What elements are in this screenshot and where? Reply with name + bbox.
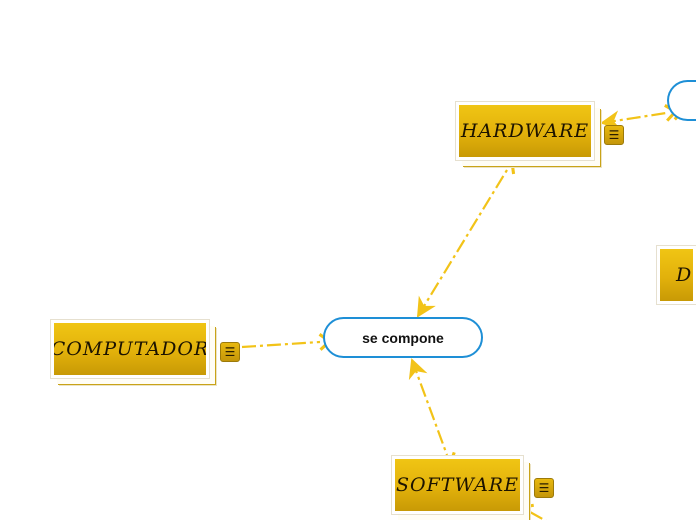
link-label-text: se compone <box>362 329 444 346</box>
connector-computador-secompone <box>241 332 348 351</box>
note-icon[interactable]: ☰ <box>534 478 554 498</box>
connector-hardware-right <box>600 101 694 131</box>
connector-secompone-software <box>408 358 462 481</box>
topic-hardware[interactable]: HARDWARE <box>455 101 595 161</box>
topic-computador-label: COMPUTADOR <box>51 338 209 360</box>
connector-software-down <box>505 496 547 520</box>
topic-partial-right[interactable]: D. <box>656 245 696 305</box>
link-label-se-compone[interactable]: se compone <box>323 317 483 358</box>
note-icon[interactable]: ☰ <box>604 125 624 145</box>
topic-software[interactable]: SOFTWARE <box>391 455 524 515</box>
topic-software-label: SOFTWARE <box>396 474 519 496</box>
topic-hardware-label: HARDWARE <box>460 120 590 142</box>
topic-partial-right-label: D. <box>676 264 693 286</box>
topic-computador[interactable]: COMPUTADOR <box>50 319 210 379</box>
note-icon[interactable]: ☰ <box>220 342 240 362</box>
link-label-partial[interactable] <box>667 80 696 121</box>
connector-secompone-hardware <box>416 146 524 318</box>
